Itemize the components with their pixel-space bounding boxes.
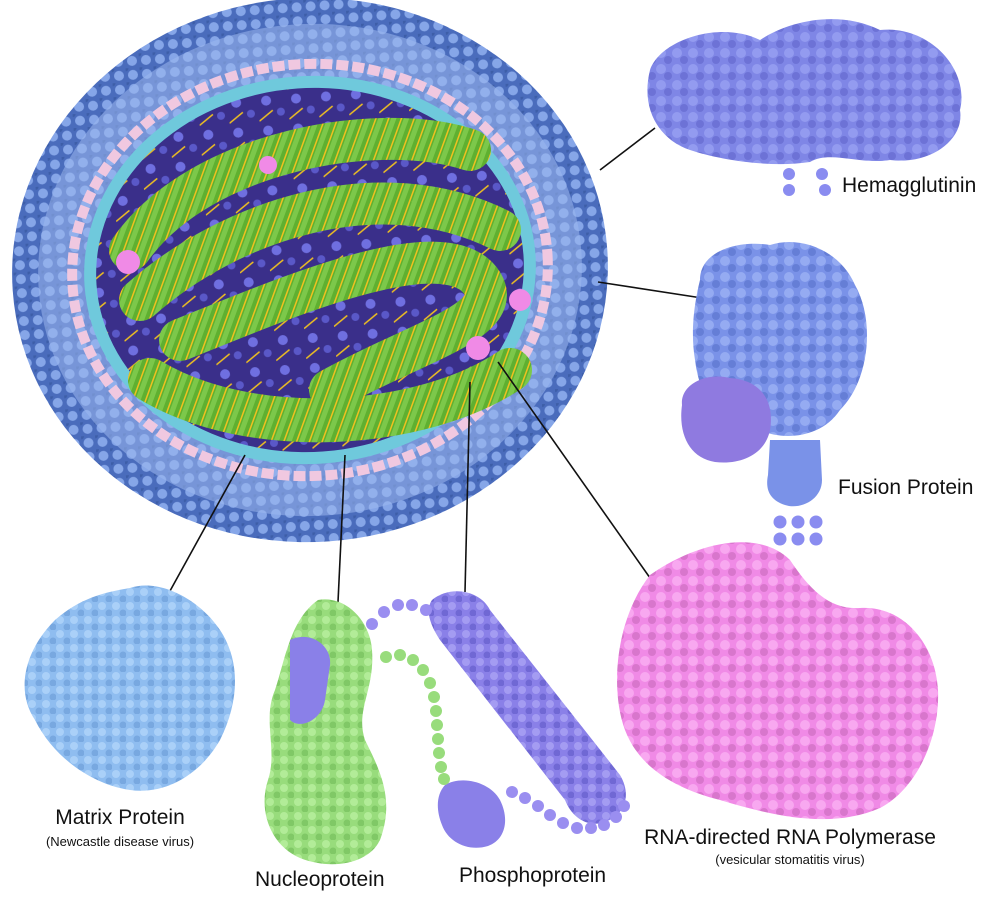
phosphoprotein-coiled-coil xyxy=(428,591,626,824)
fusion-dots xyxy=(773,515,823,546)
hemagglutinin-dot xyxy=(783,184,795,196)
lipid-membrane-pink xyxy=(67,58,553,482)
phosphoprotein-domain xyxy=(437,780,506,848)
linker-dot xyxy=(506,786,518,798)
hemagglutinin-dot xyxy=(816,168,828,180)
leader-line-phosphoprotein xyxy=(464,381,471,593)
phosphoprotein-label: Phosphoprotein xyxy=(459,864,607,887)
hemagglutinin-dot xyxy=(819,184,831,196)
linker-dot xyxy=(610,811,622,823)
hemagglutinin-molecule xyxy=(647,19,962,165)
fusion-molecule-domain xyxy=(681,376,771,463)
fusion-molecule-stalk xyxy=(767,440,822,507)
linker-dot xyxy=(406,599,418,611)
leader-line-nucleoprotein xyxy=(337,454,346,603)
fusion-dot xyxy=(773,515,787,529)
linker-dot xyxy=(438,773,450,785)
hemagglutinin-structure xyxy=(647,19,962,196)
leader-line-polymerase xyxy=(497,361,656,586)
linker-dot xyxy=(407,654,419,666)
matrix-protein-label: Matrix Protein xyxy=(55,806,185,829)
linker-dot xyxy=(618,800,630,812)
linker-dot xyxy=(392,599,404,611)
polymerase-blob xyxy=(259,156,277,174)
linker-dot xyxy=(420,604,432,616)
phosphoprotein-linker-purple xyxy=(366,599,630,834)
fusion-dot xyxy=(773,532,787,546)
nucleocapsid-strand xyxy=(119,182,521,321)
phosphoprotein-structure xyxy=(366,591,630,848)
virus-particle xyxy=(12,0,608,543)
linker-dot xyxy=(435,761,447,773)
nucleoprotein-molecule xyxy=(264,599,387,865)
polymerase-blob xyxy=(509,289,531,311)
leader-line-matrix xyxy=(164,454,246,601)
polymerase-blob xyxy=(466,336,490,360)
nucleoprotein-linker-green xyxy=(380,649,450,785)
linker-dot xyxy=(585,822,597,834)
linker-dot xyxy=(532,800,544,812)
linker-dot xyxy=(380,651,392,663)
fusion-dot xyxy=(791,515,805,529)
nucleocapsid-strand xyxy=(109,117,491,271)
hemagglutinin-label: Hemagglutinin xyxy=(842,174,977,197)
nucleoprotein-bound-phosphoprotein xyxy=(290,636,331,724)
hemagglutinin-dot xyxy=(783,168,795,180)
nucleocapsid-strand xyxy=(159,241,507,411)
fusion-protein-structure xyxy=(681,241,867,546)
linker-dot xyxy=(544,809,556,821)
rna-polymerase-molecule xyxy=(617,542,939,820)
rna-polymerase-label: RNA-directed RNA Polymerase xyxy=(644,826,936,849)
linker-dot xyxy=(430,705,442,717)
fusion-dot xyxy=(809,532,823,546)
linker-dot xyxy=(571,822,583,834)
linker-dot xyxy=(366,618,378,630)
linker-dot xyxy=(424,677,436,689)
leader-lines xyxy=(164,127,703,603)
linker-dot xyxy=(378,606,390,618)
matrix-protein-source-label: (Newcastle disease virus) xyxy=(45,834,195,849)
leader-line-hemagglutinin xyxy=(599,127,656,171)
linker-dot xyxy=(417,664,429,676)
polymerase-complexes xyxy=(116,156,531,360)
nucleoprotein-label: Nucleoprotein xyxy=(255,868,385,891)
linker-dot xyxy=(431,719,443,731)
linker-dot xyxy=(428,691,440,703)
linker-dot xyxy=(598,819,610,831)
leader-line-fusion xyxy=(597,281,703,299)
linker-dot xyxy=(557,817,569,829)
rna-polymerase-source-label: (vesicular stomatitis virus) xyxy=(715,852,865,867)
fusion-dot xyxy=(809,515,823,529)
linker-dot xyxy=(432,733,444,745)
linker-dot xyxy=(433,747,445,759)
fusion-dot xyxy=(791,532,805,546)
linker-dot xyxy=(394,649,406,661)
polymerase-blob xyxy=(116,250,140,274)
fusion-protein-label: Fusion Protein xyxy=(838,476,974,499)
linker-dot xyxy=(519,792,531,804)
matrix-protein-molecule xyxy=(24,585,235,791)
